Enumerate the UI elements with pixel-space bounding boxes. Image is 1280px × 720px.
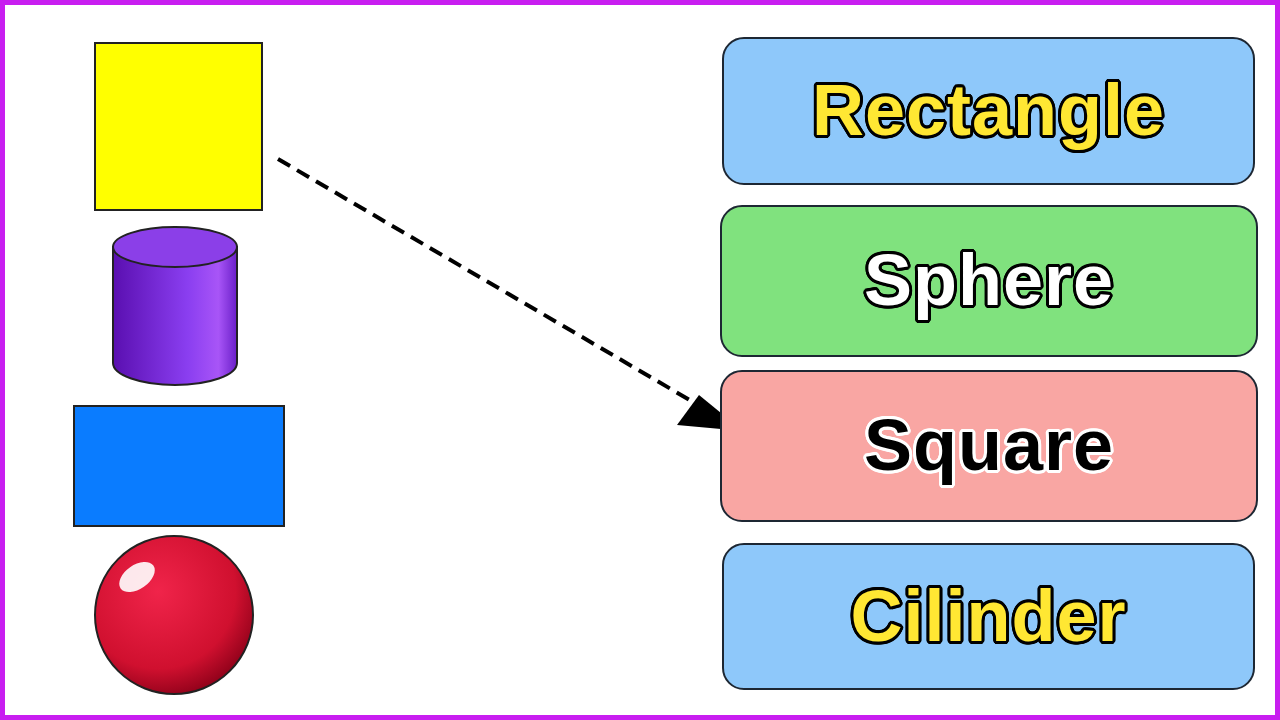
label-box: Square [720,370,1258,522]
label-box: Rectangle [722,37,1255,185]
purple-cylinder [113,227,237,385]
shape-name: Cilinder [850,579,1126,655]
label-box: Cilinder [722,543,1255,690]
label-box: Sphere [720,205,1258,357]
match-arrow [278,159,743,431]
shape-name: Sphere [864,243,1114,319]
red-sphere [95,536,253,694]
shape-name: Square [864,408,1114,484]
shape-name: Rectangle [812,73,1165,149]
blue-rectangle [74,406,284,526]
yellow-square [95,43,262,210]
